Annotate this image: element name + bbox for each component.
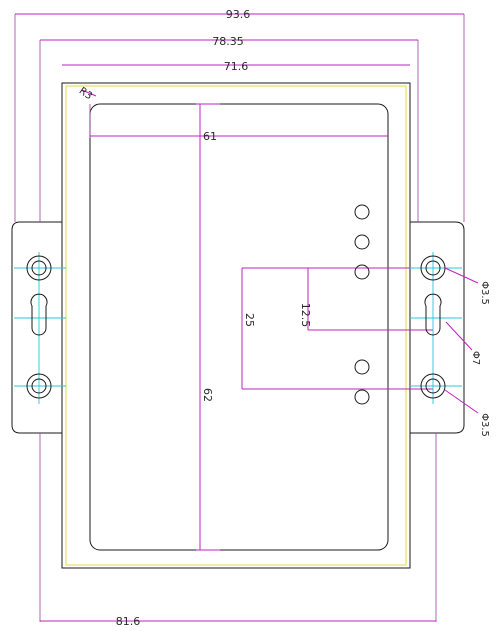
label-inner-height: 62 (201, 388, 214, 402)
inner-window-outline (89, 103, 389, 551)
horizontal-dimensions (15, 13, 464, 622)
label-inner-width: 61 (203, 130, 217, 143)
left-keyhole-slot (30, 293, 48, 336)
label-overall-width: 93.6 (226, 8, 251, 21)
left-top-hole (26, 255, 52, 281)
panel-hole-3 (354, 264, 370, 280)
vertical-dimensions (196, 103, 433, 551)
leader-lines (81, 89, 479, 414)
label-bottom-width: 81.6 (116, 615, 141, 628)
part-outlines (11, 82, 465, 569)
panel-hole-2 (354, 234, 370, 250)
main-body-outline (61, 82, 411, 569)
extension-lines (14, 14, 465, 622)
right-bottom-hole (420, 373, 446, 399)
dimension-labels: 93.6 78.35 71.6 R3 61 25 12.5 62 81.6 Φ3… (77, 8, 490, 628)
left-flange-holes (26, 255, 52, 399)
right-keyhole-slot (424, 293, 442, 336)
panel-hole-5 (354, 389, 370, 405)
left-flange-outline (11, 221, 62, 434)
label-hole-dia-bottom: Φ3.5 (479, 413, 490, 437)
label-hole-spacing: 25 (243, 313, 256, 327)
label-corner-radius: R3 (77, 86, 94, 103)
right-flange-outline (410, 221, 465, 434)
label-half-spacing: 12.5 (299, 303, 312, 328)
panel-hole-4 (354, 359, 370, 375)
label-top-width: 71.6 (224, 60, 249, 73)
panel-holes (354, 204, 370, 405)
body-inner-edge (65, 85, 407, 566)
panel-hole-1 (354, 204, 370, 220)
label-flange-width: 78.35 (212, 35, 244, 48)
label-slot-dia: Φ7 (470, 351, 481, 365)
label-hole-dia-top: Φ3.5 (479, 281, 490, 305)
center-lines (14, 252, 462, 404)
left-bottom-hole (26, 373, 52, 399)
